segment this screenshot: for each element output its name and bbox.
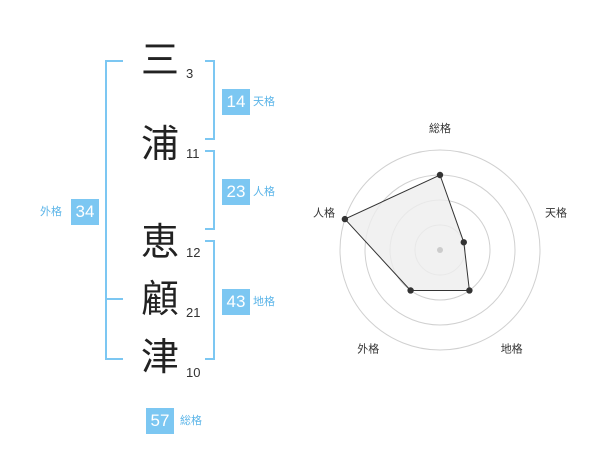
- jinkaku-value-badge: 23: [222, 179, 250, 205]
- name-char-1: 三: [140, 38, 179, 82]
- stroke-count-5: 10: [186, 365, 201, 380]
- radar-polygon: [344, 174, 470, 291]
- radar-axis-label-3: 地格: [501, 342, 523, 356]
- name-char-5: 津: [140, 335, 179, 379]
- radar-grid-ring-4: [339, 149, 541, 351]
- stroke-count-2: 11: [186, 146, 200, 161]
- gaikaku-value-badge: 34: [71, 199, 99, 225]
- jinkaku-label: 人格: [253, 185, 275, 198]
- gaikaku-bracket-inner: [105, 298, 123, 300]
- name-char-4: 顧: [140, 277, 179, 321]
- stroke-count-3: 12: [186, 245, 201, 260]
- radar-point-3: [466, 287, 473, 294]
- tenkaku-value-badge: 14: [222, 89, 250, 115]
- soukaku-label: 総格: [180, 414, 202, 427]
- gaikaku-bracket: [105, 60, 123, 360]
- radar-point-4: [407, 287, 414, 294]
- radar-point-5: [341, 215, 349, 223]
- chikaku-value-badge: 43: [222, 289, 250, 315]
- radar-axis-label-4: 外格: [357, 342, 379, 356]
- jinkaku-bracket: [205, 150, 215, 230]
- radar-axis-label-1: 総格: [429, 121, 451, 135]
- gaikaku-label: 外格: [40, 205, 62, 218]
- tenkaku-bracket: [205, 60, 215, 140]
- chikaku-bracket: [205, 240, 215, 360]
- tenkaku-label: 天格: [253, 95, 275, 108]
- stroke-count-4: 21: [186, 305, 201, 320]
- radar-center-dot: [437, 247, 443, 253]
- stroke-count-1: 3: [186, 66, 194, 81]
- chikaku-label: 地格: [253, 295, 275, 308]
- radar-point-1: [436, 171, 444, 179]
- name-char-2: 浦: [140, 122, 179, 166]
- soukaku-value-badge: 57: [146, 408, 174, 434]
- radar-axis-label-2: 天格: [545, 205, 567, 219]
- name-char-3: 恵: [140, 220, 179, 264]
- radar-point-2: [460, 239, 467, 246]
- radar-axis-label-5: 人格: [313, 205, 335, 219]
